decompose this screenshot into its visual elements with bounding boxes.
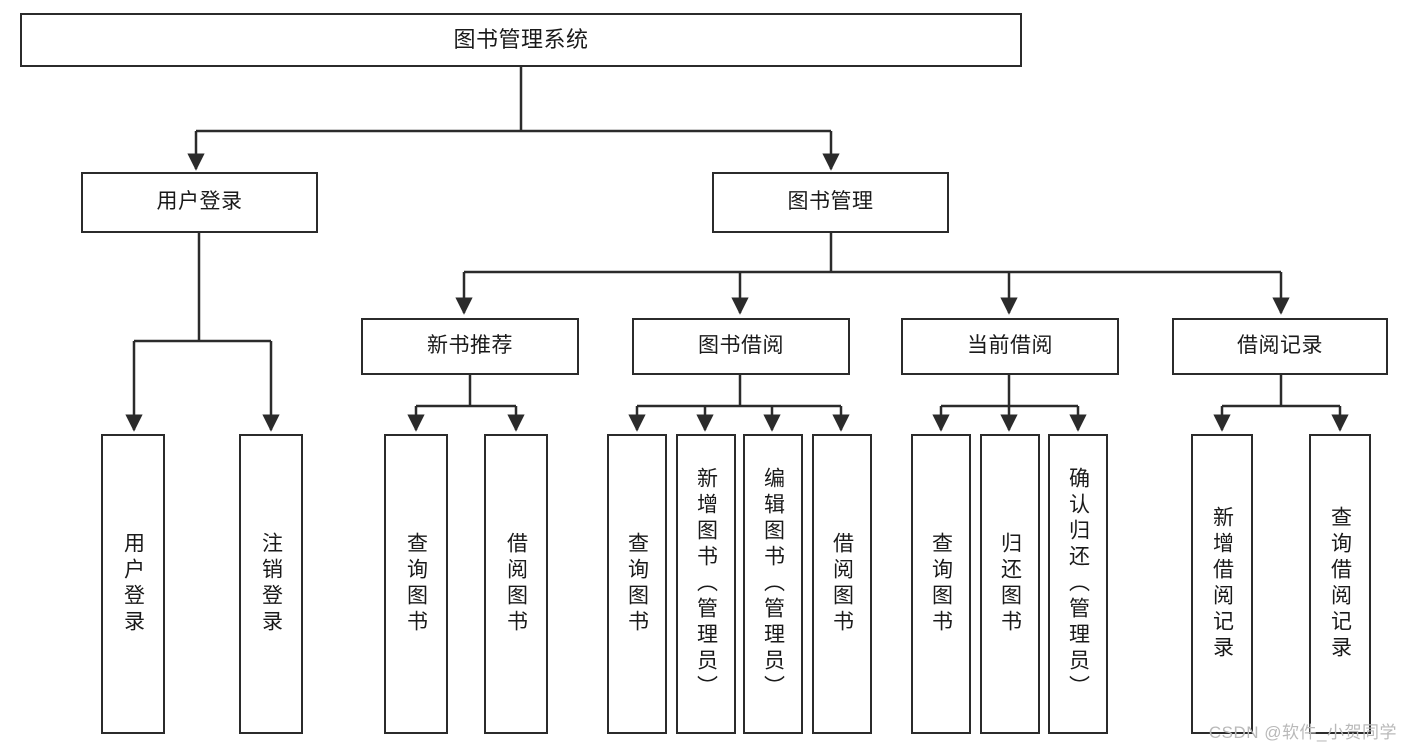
watermark: CSDN @软件_小贺同学	[1208, 723, 1397, 742]
node-leaf-return-book-label: 归还图书	[998, 532, 1022, 636]
node-leaf-query-book-1[interactable]: 查询图书	[384, 434, 448, 734]
node-leaf-add-book-label: 新增图书（管理员）	[694, 467, 718, 701]
node-current-borrow-label: 当前借阅	[967, 334, 1053, 358]
node-leaf-query-book-2-label: 查询图书	[625, 532, 649, 636]
node-borrow-record-label: 借阅记录	[1237, 334, 1323, 358]
node-user-login[interactable]: 用户登录	[81, 172, 318, 233]
node-leaf-borrow-book-1[interactable]: 借阅图书	[484, 434, 548, 734]
node-book-manage[interactable]: 图书管理	[712, 172, 949, 233]
node-leaf-query-book-3[interactable]: 查询图书	[911, 434, 971, 734]
node-current-borrow[interactable]: 当前借阅	[901, 318, 1119, 375]
node-leaf-borrow-book-1-label: 借阅图书	[504, 532, 528, 636]
node-leaf-add-book[interactable]: 新增图书（管理员）	[676, 434, 736, 734]
node-leaf-query-record[interactable]: 查询借阅记录	[1309, 434, 1371, 734]
node-leaf-query-record-label: 查询借阅记录	[1328, 506, 1352, 662]
node-root-label: 图书管理系统	[453, 27, 589, 53]
node-new-book-recommend-label: 新书推荐	[427, 334, 513, 358]
node-leaf-add-record[interactable]: 新增借阅记录	[1191, 434, 1253, 734]
node-book-borrow[interactable]: 图书借阅	[632, 318, 850, 375]
node-root[interactable]: 图书管理系统	[20, 13, 1022, 67]
node-leaf-add-record-label: 新增借阅记录	[1210, 506, 1234, 662]
node-leaf-query-book-1-label: 查询图书	[404, 532, 428, 636]
node-leaf-borrow-book-2[interactable]: 借阅图书	[812, 434, 872, 734]
node-leaf-confirm-return-label: 确认归还（管理员）	[1066, 467, 1090, 701]
node-book-manage-label: 图书管理	[787, 190, 874, 214]
node-new-book-recommend[interactable]: 新书推荐	[361, 318, 579, 375]
node-user-login-label: 用户登录	[156, 190, 243, 214]
node-leaf-borrow-book-2-label: 借阅图书	[830, 532, 854, 636]
node-book-borrow-label: 图书借阅	[698, 334, 784, 358]
node-leaf-edit-book[interactable]: 编辑图书（管理员）	[743, 434, 803, 734]
node-leaf-edit-book-label: 编辑图书（管理员）	[761, 467, 785, 701]
node-leaf-query-book-2[interactable]: 查询图书	[607, 434, 667, 734]
node-leaf-user-login-label: 用户登录	[121, 532, 145, 636]
node-leaf-logout-login-label: 注销登录	[259, 532, 283, 636]
node-leaf-confirm-return[interactable]: 确认归还（管理员）	[1048, 434, 1108, 734]
node-leaf-logout-login[interactable]: 注销登录	[239, 434, 303, 734]
node-leaf-return-book[interactable]: 归还图书	[980, 434, 1040, 734]
node-leaf-user-login[interactable]: 用户登录	[101, 434, 165, 734]
node-leaf-query-book-3-label: 查询图书	[929, 532, 953, 636]
node-borrow-record[interactable]: 借阅记录	[1172, 318, 1388, 375]
